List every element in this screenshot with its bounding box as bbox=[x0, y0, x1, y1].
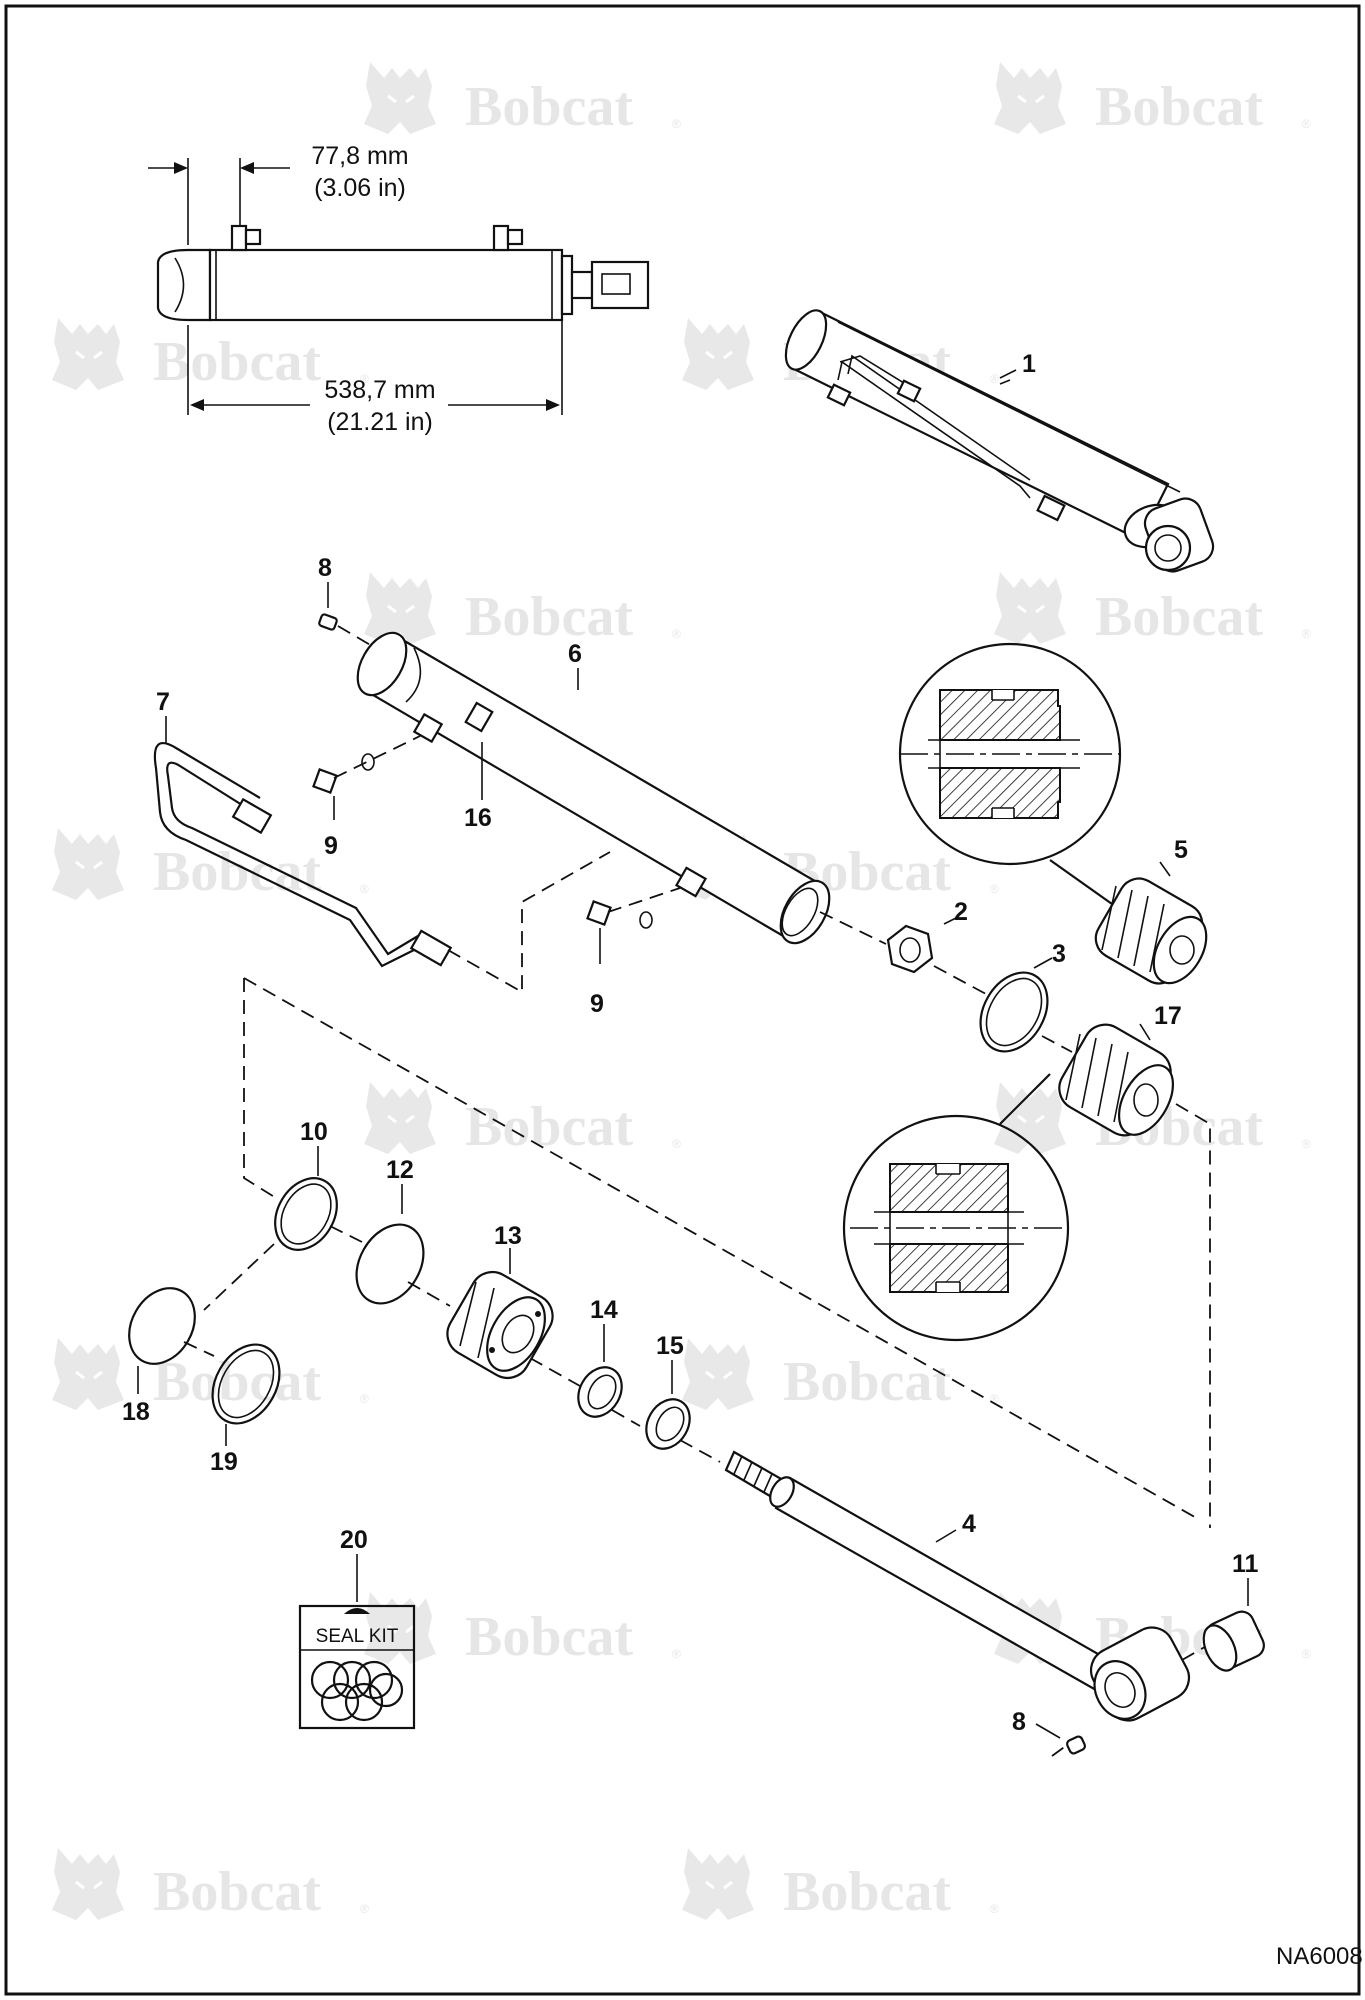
callout-part-6: 6 bbox=[568, 640, 582, 668]
callout-part-11: 11 bbox=[1232, 1550, 1259, 1578]
leader-line bbox=[1033, 957, 1053, 969]
part-14-rod-seal bbox=[577, 1366, 623, 1418]
leader-line bbox=[943, 917, 957, 925]
piston-section-detail bbox=[898, 642, 1122, 905]
leader-line bbox=[935, 1529, 957, 1543]
callout-part-17: 17 bbox=[1154, 1002, 1182, 1030]
callout-part-10: 10 bbox=[300, 1118, 328, 1146]
callout-part-19: 19 bbox=[210, 1448, 238, 1476]
part-2-nut bbox=[819, 911, 934, 974]
part-3-o-ring bbox=[933, 965, 1049, 1053]
watermark-mark: ® bbox=[1302, 1137, 1311, 1151]
part-17-piston bbox=[1041, 1023, 1175, 1137]
watermark-text: Bobcat bbox=[465, 1096, 633, 1158]
callout-part-8-bottom: 8 bbox=[1012, 1708, 1026, 1736]
callout-part-8-top: 8 bbox=[318, 554, 332, 582]
watermark-text: Bobcat bbox=[465, 76, 633, 138]
watermark-text: Bobcat bbox=[465, 586, 633, 648]
callout-part-1: 1 bbox=[1022, 350, 1036, 378]
part-19-ring bbox=[211, 1343, 281, 1425]
callout-part-5: 5 bbox=[1174, 836, 1188, 864]
callout-part-14: 14 bbox=[590, 1296, 618, 1324]
watermark-text: Bobcat bbox=[153, 1351, 321, 1413]
leader-line bbox=[999, 369, 1017, 379]
callout-part-15: 15 bbox=[656, 1332, 684, 1360]
watermark-mark: ® bbox=[360, 372, 369, 386]
assembly-guide-lines bbox=[183, 977, 1211, 1757]
part-9-plug-lower bbox=[586, 887, 681, 929]
watermark-mark: ® bbox=[990, 372, 999, 386]
watermark-mark: ® bbox=[990, 882, 999, 896]
part-13-gland bbox=[446, 1270, 554, 1380]
dimension-length-mm: 538,7 mm bbox=[324, 376, 435, 404]
watermark-mark: ® bbox=[672, 627, 681, 641]
callout-part-9-upper: 9 bbox=[324, 832, 338, 860]
part-6-barrel bbox=[356, 631, 831, 945]
watermark-mark: ® bbox=[360, 1902, 369, 1916]
watermark-text: Bobcat bbox=[783, 1861, 951, 1923]
watermark-mark: ® bbox=[360, 882, 369, 896]
part-12-o-ring bbox=[355, 1223, 425, 1305]
part-15-wiper bbox=[645, 1398, 691, 1450]
part-10-backup-ring bbox=[274, 1177, 338, 1251]
leader-line bbox=[1035, 1723, 1061, 1739]
watermark-text: Bobcat bbox=[1095, 76, 1263, 138]
part-20-seal-kit bbox=[298, 1604, 416, 1730]
callout-part-4: 4 bbox=[962, 1510, 976, 1538]
drawing-code: NA6008 bbox=[1276, 1943, 1363, 1970]
watermark-mark: ® bbox=[1302, 117, 1311, 131]
watermark-mark: ® bbox=[990, 1392, 999, 1406]
callout-part-9-lower: 9 bbox=[590, 990, 604, 1018]
callout-part-18: 18 bbox=[122, 1398, 150, 1426]
watermark-text: Bobcat bbox=[783, 1351, 951, 1413]
callout-part-12: 12 bbox=[386, 1156, 414, 1184]
watermark-mark: ® bbox=[1302, 627, 1311, 641]
watermark-mark: ® bbox=[360, 1392, 369, 1406]
watermark-mark: ® bbox=[672, 1647, 681, 1661]
watermark-text: Bobcat bbox=[153, 331, 321, 393]
dimension-port-spacing-in: (3.06 in) bbox=[314, 174, 406, 202]
part-9-plug-upper bbox=[312, 735, 421, 794]
part-18-ring bbox=[128, 1287, 196, 1365]
watermark-text: Bobcat bbox=[465, 1606, 633, 1668]
callout-part-3: 3 bbox=[1052, 940, 1066, 968]
watermark-mark: ® bbox=[672, 117, 681, 131]
watermark-mark: ® bbox=[672, 1137, 681, 1151]
piston-17-section-detail bbox=[842, 1073, 1070, 1342]
dimension-length-in: (21.21 in) bbox=[327, 408, 433, 436]
part-5-piston bbox=[1094, 877, 1208, 985]
callout-part-7: 7 bbox=[156, 688, 170, 716]
part-1-cylinder-assembly bbox=[784, 309, 1215, 573]
seal-kit-label: SEAL KIT bbox=[316, 1626, 399, 1647]
frame-border bbox=[4, 4, 1361, 1996]
callout-part-13: 13 bbox=[494, 1222, 522, 1250]
watermark-text: Bobcat bbox=[1095, 586, 1263, 648]
part-8-fitting-top bbox=[318, 613, 373, 647]
watermark-mark: ® bbox=[990, 1902, 999, 1916]
watermark-text: Bobcat bbox=[153, 1861, 321, 1923]
watermark-mark: ® bbox=[1302, 1647, 1311, 1661]
part-11-bushing bbox=[1202, 1610, 1265, 1672]
part-7-tube-line bbox=[153, 742, 611, 994]
dimension-port-spacing-mm: 77,8 mm bbox=[311, 142, 408, 170]
callout-part-2: 2 bbox=[954, 898, 968, 926]
callout-part-20: 20 bbox=[340, 1526, 368, 1554]
leader-line bbox=[1159, 861, 1171, 877]
cylinder-side-view bbox=[148, 158, 650, 415]
leader-line bbox=[1139, 1023, 1151, 1041]
callout-part-16: 16 bbox=[464, 804, 492, 832]
part-8-fitting-bottom bbox=[1066, 1735, 1086, 1755]
part-4-rod bbox=[724, 1450, 1191, 1722]
